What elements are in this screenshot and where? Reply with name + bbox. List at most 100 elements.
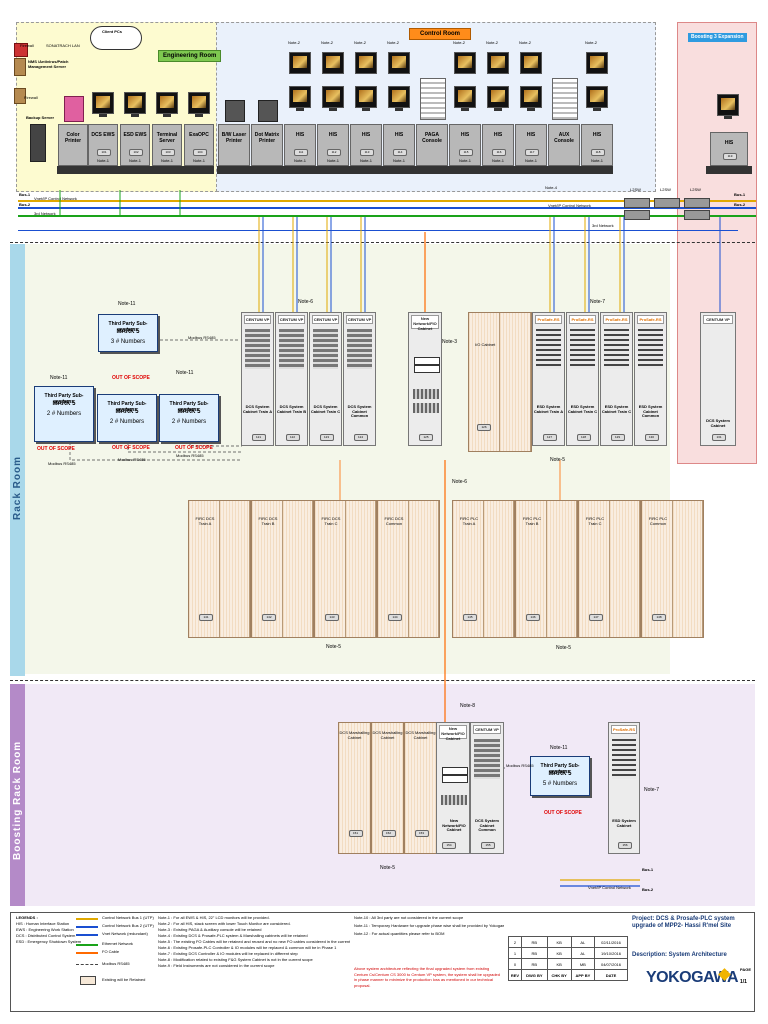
station-label: Color Printer	[64, 132, 82, 144]
bus-1-label: Bus-1	[19, 192, 31, 197]
note-6-label: Note-6	[452, 479, 468, 485]
fio-module	[413, 403, 439, 413]
tp-line3: 2 # Numbers	[109, 419, 145, 425]
monitor-stand	[99, 114, 107, 117]
cabinet-tag: 146	[526, 614, 540, 621]
out-of-scope-label: OUT OF SCOPE	[112, 375, 150, 381]
monitor-icon	[289, 86, 311, 108]
vnet-label: Vnet/IP Control Network	[34, 196, 77, 201]
station-label: HIS	[328, 132, 338, 138]
cabinet-name: FIRC DCS Train A	[195, 516, 215, 526]
cabinet-rack	[536, 329, 561, 369]
vnet-label-mid: Vnet/IP Control Network	[548, 203, 591, 208]
rev-cell: KB	[546, 947, 572, 959]
description-title: Description: System Architecture	[632, 952, 727, 958]
cabinet-rack	[604, 329, 629, 369]
station-note: Note-1	[128, 158, 141, 163]
legend-item: DCS : Distributed Control System	[16, 933, 76, 938]
third-party-box: Third Party Sub-systems MARK 5 3 # Numbe…	[98, 314, 158, 352]
monitor-note: Note-2	[453, 40, 466, 45]
monitor-icon	[487, 86, 509, 108]
nms-server-label: NMS /Antivirus/Patch Management Server	[28, 59, 69, 69]
monitor-note: Note-2	[354, 40, 367, 45]
third-party-box: Third Party Sub-systems MARK 5 2 # Numbe…	[34, 386, 94, 442]
rev-header: CHK BY	[546, 969, 572, 981]
monitor-icon	[322, 52, 344, 74]
station-note: Note-1	[524, 158, 537, 163]
cabinet-tag: 152	[381, 830, 396, 837]
note-text: Note-4 : Existing DCS & Prosafe-PLC syst…	[158, 934, 308, 938]
legend-line-label: Modbus RS485	[102, 961, 130, 966]
cabinet-tag: 125	[419, 434, 433, 441]
station-tag: 115	[459, 149, 473, 156]
cabinet-door	[282, 501, 313, 637]
cabinet-brand: CENTUM VP	[312, 315, 339, 324]
company-logo: YOKOGAWA	[646, 969, 739, 986]
monitor-stand	[593, 108, 601, 111]
cabinet-door	[345, 501, 376, 637]
note-text: Note-9 : Field Instruments are not consi…	[158, 964, 275, 968]
rev-cell: KB	[546, 958, 572, 970]
legend-line-label: Existing will be Retained	[102, 977, 146, 982]
cabinet-tag: 123	[319, 434, 334, 441]
client-pcs-label: Client PCs	[102, 29, 123, 34]
tp-line3: 3 # Numbers	[110, 339, 146, 345]
cabinet-rack	[638, 329, 663, 369]
control-room-header: Control Room	[409, 28, 471, 40]
station-label: Terminal Server	[156, 132, 178, 144]
monitor-icon	[520, 52, 542, 74]
cabinet-rack	[279, 329, 304, 369]
control-station: B/W Laser Printer	[218, 124, 250, 166]
rack-room-sidebar	[10, 244, 25, 676]
tp-line1: Third Party Sub-systems	[540, 763, 580, 775]
cabinet-name: ESD System Cabinet Train C	[601, 404, 632, 414]
rev-cell: 19/10/2016	[594, 947, 628, 959]
cabinet-tag: 122	[285, 434, 300, 441]
cabinet-brand: CENTUM VP	[703, 315, 733, 324]
switch-icon	[684, 198, 710, 208]
note-5-label: Note-5	[326, 644, 342, 650]
note-text: Note-3 : Existing PAGA & Auxiliary conso…	[158, 928, 262, 932]
cabinet-tag: 130	[644, 434, 659, 441]
note-text: Note-8 : Modification related to existin…	[158, 958, 313, 962]
legend-title: LEGENDS :	[16, 915, 38, 920]
tp-line3: 2 # Numbers	[46, 411, 82, 417]
cabinet-tag: 142	[262, 614, 276, 621]
station-label: HIS	[361, 132, 371, 138]
cabinet-brand: ProSafe-RS	[611, 725, 637, 734]
bus-2-label-right: Bus-2	[734, 202, 746, 207]
rev-cell: 1	[508, 947, 522, 959]
io-cabinet: I/O Cabinet 126	[468, 312, 532, 452]
station-note: Note-1	[293, 158, 306, 163]
monitor-stand	[362, 108, 370, 111]
station-note: Note-1	[359, 158, 372, 163]
station-tag: 118	[591, 149, 605, 156]
switch-icon	[624, 198, 650, 208]
monitor-note: Note-2	[288, 40, 301, 45]
monitor-icon	[586, 86, 608, 108]
boosting-rack-sidebar	[10, 684, 25, 906]
station-tag: 117	[525, 149, 539, 156]
legend-swatch	[76, 926, 98, 928]
note-11-label: Note-11	[50, 375, 68, 381]
rev-cell: MB	[570, 958, 596, 970]
server-icon	[14, 58, 26, 76]
monitor-stand	[527, 108, 535, 111]
firewall-icon	[14, 88, 26, 104]
cabinet-brand: ProSafe-RS	[535, 315, 562, 324]
rev-cell: RB	[521, 936, 548, 948]
his-station-boost: HIS 119	[710, 132, 748, 166]
tp-line2: MARK 5	[52, 401, 76, 407]
tp-line3: 2 # Numbers	[171, 419, 207, 425]
